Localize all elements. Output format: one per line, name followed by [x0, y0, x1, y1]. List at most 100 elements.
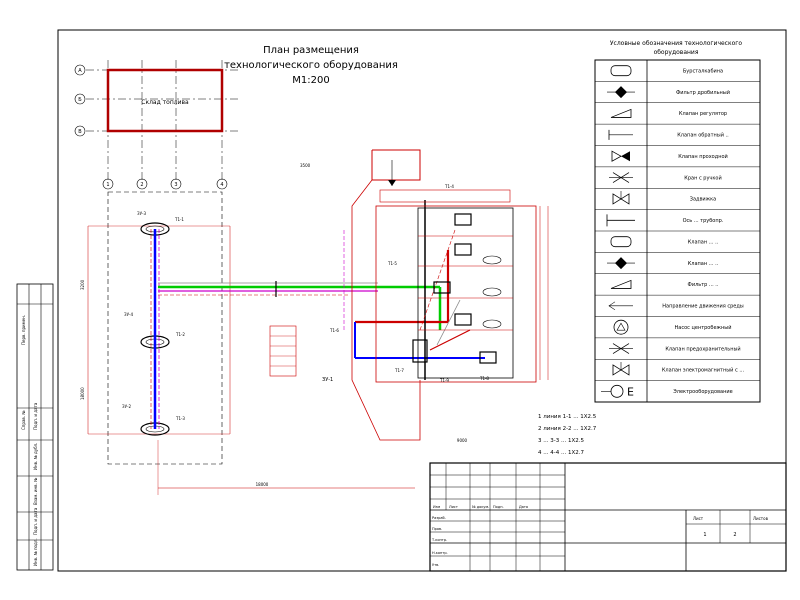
cabin-icon: [610, 65, 632, 77]
axis-row-a: А: [78, 68, 82, 74]
tank-label-4: Т1-2: [175, 332, 185, 337]
tank-label-6: Т1-3: [175, 416, 185, 421]
note-2: 2 линия 2-2 ... 1Х2.7: [538, 426, 597, 432]
tb-sign: Подп.: [493, 505, 504, 509]
axis-col-1: 1: [106, 182, 109, 188]
arrow-icon: [608, 301, 633, 311]
building-plan: А Б В 1 2 3 4 Склад топлива: [74, 60, 240, 190]
diamond-icon: [607, 86, 635, 99]
legend-label: Фильтр ... ..: [688, 282, 719, 288]
bracket-icon: [608, 129, 633, 140]
title-line-1: План размещения: [263, 45, 359, 56]
fuel-store-building: [106, 68, 224, 133]
pump-label-6: Т1-9: [439, 378, 449, 383]
legend-label: Задвижка: [690, 197, 717, 203]
note-4: 4 ... 4-4 ... 1Х2.7: [538, 450, 584, 456]
tb-razrab: Разраб.: [432, 516, 446, 520]
sheet-frame: [57, 29, 787, 572]
pump-circle-icon: [613, 319, 629, 335]
legend-label: Фильтр дробильный: [676, 89, 730, 96]
building-label: Склад топлива: [141, 99, 189, 106]
tank-label-5: ЗУ-2: [122, 404, 131, 409]
legend-block: Условные обозначения технологического об…: [594, 40, 761, 403]
tank-area: 18000 3200 18000: [80, 191, 415, 495]
tb-tkontr: Т.контр.: [431, 538, 447, 542]
strip-text-5: Взам. инв. №: [33, 478, 38, 505]
tank-label-2: Т1-1: [174, 217, 184, 222]
strip-text-3: Подп. и дата: [33, 402, 38, 430]
sheets-label: Листов: [753, 516, 769, 521]
tb-prov: Пров.: [432, 527, 442, 531]
title-line-2: технологического оборудования: [224, 60, 398, 71]
solenoid-valve-icon: [612, 361, 630, 376]
tb-list: Лист: [449, 505, 458, 509]
dim-label-1: 18000: [256, 482, 269, 487]
pump-label-4: Т1-7: [394, 368, 404, 373]
pump-label-5: Т1-8: [479, 376, 489, 381]
pipe-axis-icon: [606, 214, 635, 227]
dim-label-3: 18000: [80, 387, 85, 400]
axis-col-4: 4: [220, 182, 223, 188]
cable-label: ЗУ-1: [322, 377, 333, 383]
legend-label: Клапан проходной: [678, 153, 728, 160]
legend-label: Клапан регулятор: [679, 111, 727, 117]
pump-label-3: Т1-6: [329, 328, 339, 333]
legend-header-1: Условные обозначения технологического: [610, 40, 743, 47]
cable-tags: ЗУ-1: [269, 325, 333, 383]
relief-valve-icon: [609, 343, 633, 354]
dim-label-4: 9000: [457, 438, 468, 443]
pump-label-2: Т1-5: [387, 261, 397, 266]
legend-label: Электрооборудование: [673, 389, 732, 395]
wedge-icon: [610, 108, 632, 118]
tb-utv: Утв.: [432, 563, 439, 567]
legend-label: Клапан ... ..: [688, 239, 719, 245]
dim-label-2: 3200: [80, 279, 85, 290]
axis-col-3: 3: [174, 182, 177, 188]
gate-valve-icon: [612, 190, 630, 205]
drawing-title: План размещения технологического оборудо…: [224, 45, 398, 86]
sheet-number: 1: [703, 532, 706, 538]
tb-doc: № докум.: [472, 505, 489, 509]
filter-icon: [610, 279, 632, 289]
pump-icon: [610, 236, 632, 248]
axis-col-2: 2: [140, 182, 143, 188]
tank-label-3: ЗУ-4: [124, 312, 133, 317]
strip-text-1: Перв. примен.: [21, 315, 26, 345]
legend-label: Клапан предохранительный: [665, 345, 740, 352]
strip-text-4: Инв. № дубл.: [33, 443, 38, 470]
pipelines: [150, 200, 485, 429]
note-1: 1 линия 1-1 ... 1Х2.5: [538, 414, 597, 420]
notes-block: 1 линия 1-1 ... 1Х2.5 2 линия 2-2 ... 1Х…: [538, 414, 597, 456]
legend-label: Клапан электромагнитный с ...: [662, 367, 745, 374]
strip-text-2: Справ. №: [21, 411, 26, 430]
legend-label: Клапан обратный ..: [677, 132, 729, 139]
tb-date: Дата: [519, 505, 528, 509]
pump-label-1: Т1-4: [444, 184, 454, 189]
tanks: ЗУ-3 Т1-1 ЗУ-4 Т1-2 ЗУ-2 Т1-3: [122, 211, 185, 436]
valve-icon: [611, 150, 630, 162]
legend-label: Ось ... трубопр.: [683, 218, 724, 224]
strip-text-6: Подп. и дата: [33, 507, 38, 535]
axis-row-c: В: [78, 129, 82, 135]
title-block: Изм Лист № докум. Подп. Дата Разраб. Про…: [429, 462, 787, 572]
title-line-3: М1:200: [292, 75, 329, 86]
legend-label: Насос центробежный: [675, 324, 732, 331]
legend-label: Клапан ... ..: [688, 261, 719, 267]
tb-nkontr: Н.контр.: [432, 551, 448, 555]
legend-label: Бурсталкабина: [683, 68, 723, 74]
legend-label: Направление движения среды: [662, 304, 744, 310]
left-doc-strip: Перв. примен. Справ. № Подп. и дата Инв.…: [16, 283, 54, 571]
legend-label: Кран с ручкой: [684, 174, 721, 181]
axis-row-b: Б: [78, 97, 82, 103]
cross-valve-icon: [609, 172, 633, 183]
svg-text:E: E: [627, 385, 634, 398]
tb-izm: Изм: [433, 505, 440, 509]
pump-house: Т1-4 Т1-5 Т1-6 Т1-7 Т1-8 Т1-9 9000 3500: [300, 149, 549, 443]
strip-text-7: Инв. № подл.: [33, 538, 38, 566]
legend-header-2: оборудования: [654, 49, 699, 56]
dim-label-5: 3500: [300, 163, 311, 168]
electric-icon: E: [601, 384, 634, 398]
sheets-count: 2: [733, 532, 736, 538]
panel-icon: [607, 257, 635, 270]
